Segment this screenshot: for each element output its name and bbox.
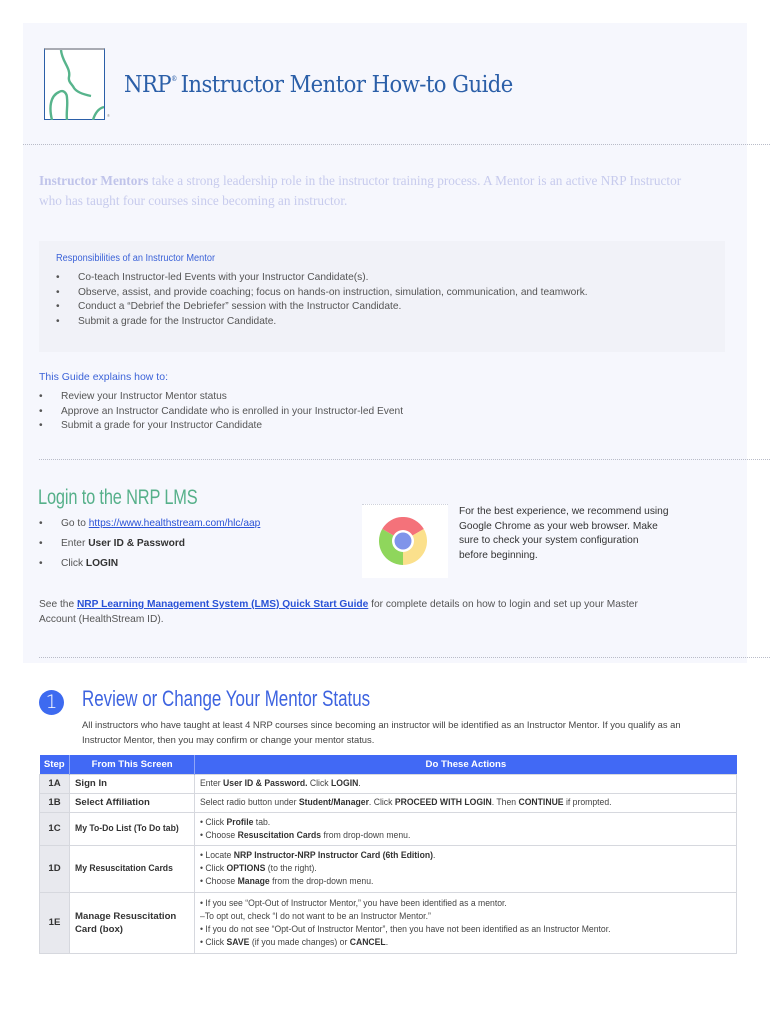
intro-text: take a strong leadership role in the ins… [39, 173, 682, 208]
steps-table: Step From This Screen Do These Actions 1… [39, 755, 737, 954]
table-header-row: Step From This Screen Do These Actions [39, 755, 737, 774]
logo-registered-mark: ® [107, 113, 110, 118]
list-item: •Enter User ID & Password [39, 538, 186, 549]
list-item: •Submit a grade for the Instructor Candi… [56, 315, 277, 327]
section-divider [39, 657, 770, 658]
bullet-icon: • [39, 558, 43, 569]
responsibilities-list: •Co-teach Instructor-led Events with you… [56, 272, 588, 330]
login-steps-list: •Go to https://www.healthstream.com/hlc/… [39, 518, 260, 578]
intro-bold-term: Instructor Mentors [39, 173, 149, 188]
responsibilities-title: Responsibilities of an Instructor Mentor [56, 253, 216, 264]
bullet-icon: • [56, 286, 60, 298]
list-item: •Approve an Instructor Candidate who is … [39, 405, 404, 417]
healthstream-login-link[interactable]: https://www.healthstream.com/hlc/aap [88, 518, 261, 529]
chrome-icon [379, 517, 427, 565]
section-divider [39, 459, 770, 460]
bullet-icon: • [39, 405, 43, 417]
title-brand: NRP [124, 72, 172, 98]
bullet-icon: • [39, 420, 43, 431]
bullet-icon: • [56, 301, 60, 312]
responsibilities-box: Responsibilities of an Instructor Mentor… [39, 241, 725, 352]
table-row: 1E Manage Resuscitation Card (box) • If … [39, 891, 737, 954]
bullet-icon: • [39, 538, 43, 549]
list-item: •Review your Instructor Mentor status [39, 391, 227, 402]
page-title: NRP®Instructor Mentor How-to Guide [124, 72, 513, 98]
section-title: Review or Change Your Mentor Status [82, 686, 371, 711]
bullet-icon: • [39, 391, 43, 402]
header-divider [23, 144, 770, 145]
bullet-icon: • [39, 518, 43, 529]
table-row: 1C My To-Do List (To Do tab) • Click Pro… [39, 811, 737, 846]
table-row: 1D My Resuscitation Cards • Locate NRP I… [39, 844, 737, 893]
nrp-logo [44, 48, 105, 120]
chrome-logo-card [362, 504, 448, 578]
column-header-step: Step [39, 755, 70, 774]
login-section-title: Login to the NRP LMS [38, 486, 198, 509]
list-item: •Observe, assist, and provide coaching; … [56, 286, 588, 298]
step-number-badge: 1 [39, 690, 64, 715]
list-item: •Go to https://www.healthstream.com/hlc/… [39, 518, 261, 529]
column-header-screen: From This Screen [69, 755, 196, 774]
lms-guide-note: See the NRP Learning Management System (… [39, 599, 638, 625]
bullet-icon: • [56, 272, 60, 283]
logo-profile-icon [49, 50, 104, 120]
table-row: 1B Select Affiliation Select radio butto… [39, 792, 737, 813]
bullet-icon: • [56, 315, 60, 327]
guide-title: This Guide explains how to: [39, 371, 168, 383]
list-item: •Conduct a “Debrief the Debriefer” sessi… [56, 301, 402, 312]
chrome-recommendation: For the best experience, we recommend us… [459, 506, 669, 561]
title-registered-mark: ® [171, 75, 177, 83]
guide-list: •Review your Instructor Mentor status •A… [39, 391, 403, 435]
list-item: •Co-teach Instructor-led Events with you… [56, 272, 369, 283]
section-description: All instructors who have taught at least… [82, 719, 681, 745]
lms-quick-start-link[interactable]: NRP Learning Management System (LMS) Qui… [76, 599, 369, 610]
table-row: 1A Sign In Enter User ID & Password. Cli… [39, 773, 737, 794]
list-item: •Click LOGIN [39, 558, 119, 569]
intro-paragraph: Instructor Mentors take a strong leaders… [39, 171, 699, 211]
list-item: •Submit a grade for your Instructor Cand… [39, 420, 263, 431]
column-header-actions: Do These Actions [194, 755, 737, 774]
title-text: Instructor Mentor How-to Guide [180, 72, 514, 98]
